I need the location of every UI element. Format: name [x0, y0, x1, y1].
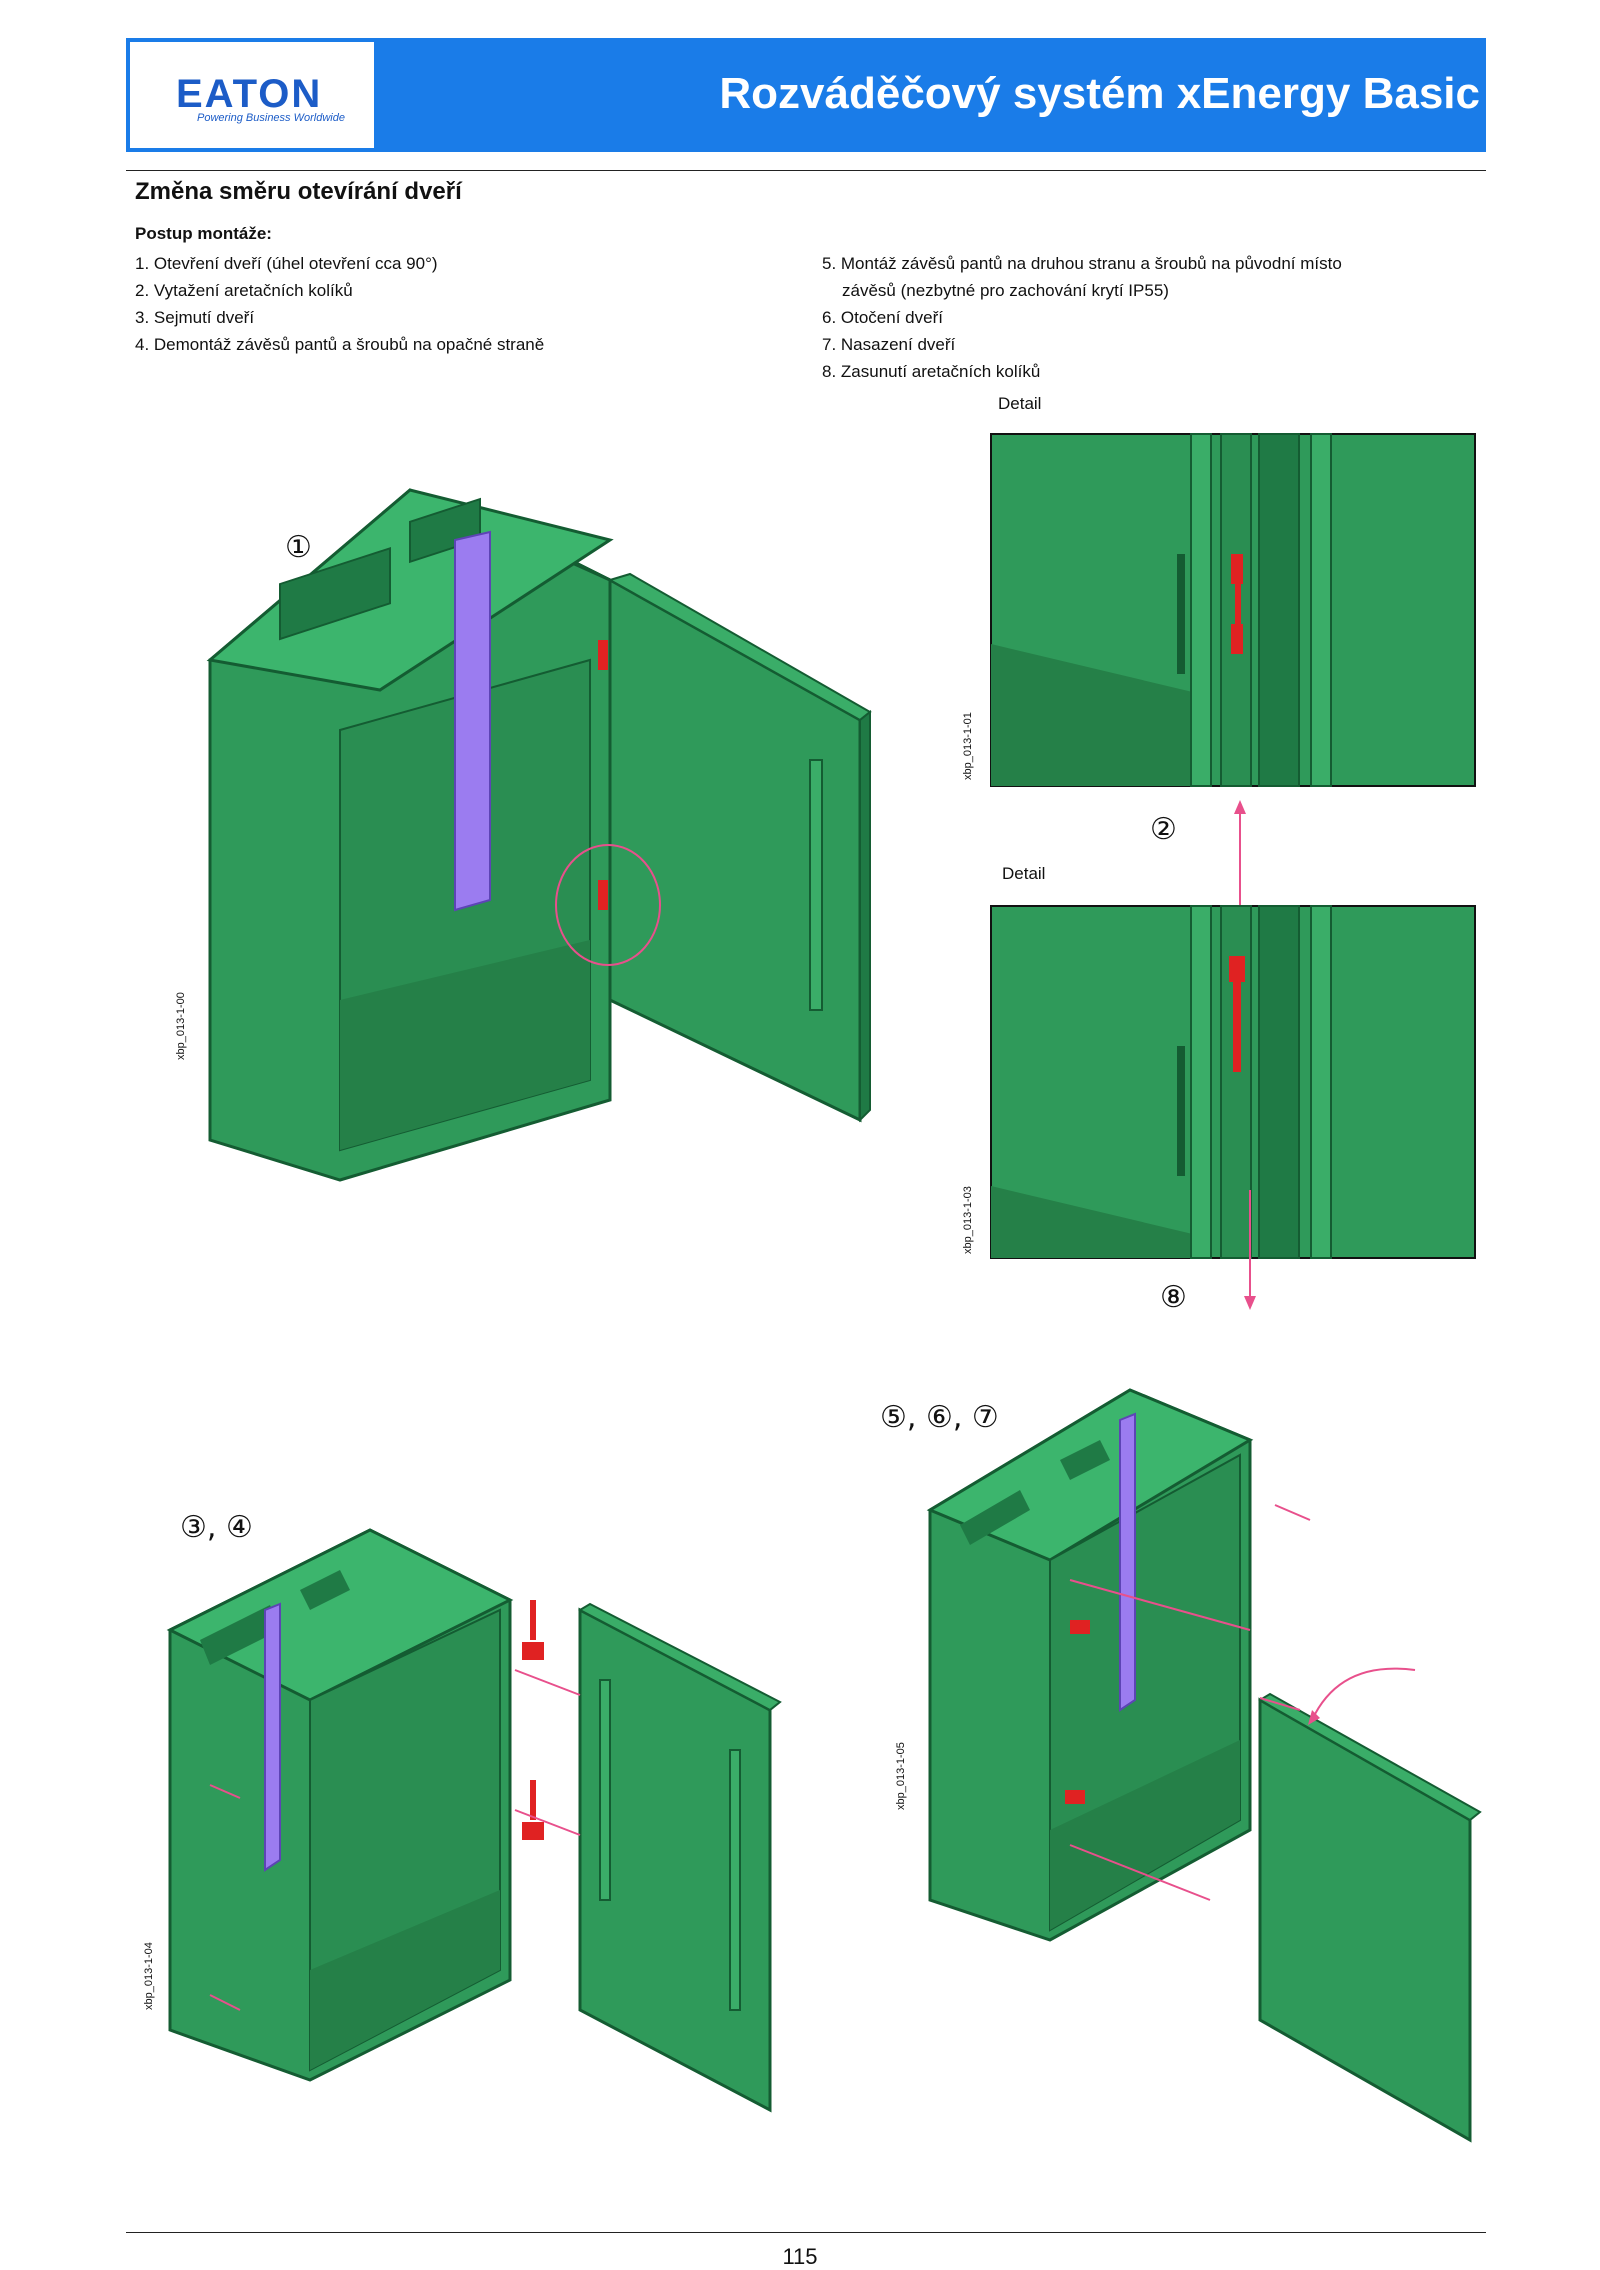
step-3: 3. Sejmutí dveří: [135, 308, 255, 327]
page-number: 115: [782, 2244, 818, 2269]
fig567-cabinet-illustration: [926, 1388, 1482, 2143]
step-4: 4. Demontáž závěsů pantů a šroubů na opa…: [135, 335, 545, 354]
header-rule: [126, 170, 1486, 171]
detail-top-caption: Detail: [998, 394, 1042, 413]
fig34-label: ③, ④: [180, 1510, 253, 1545]
footer-rule: [126, 2232, 1486, 2233]
fig567-label: ⑤, ⑥, ⑦: [880, 1400, 999, 1435]
step-1: 1. Otevření dveří (úhel otevření cca 90°…: [135, 254, 438, 273]
fig567-code: xbp_013-1-05: [895, 1742, 907, 1810]
logo-box: [130, 42, 374, 148]
step-8: 8. Zasunutí aretačních kolíků: [822, 362, 1041, 381]
eaton-logo: EATON: [176, 72, 323, 116]
detail-bottom-code: xbp_013-1-03: [962, 1186, 974, 1254]
fig1-label: ①: [285, 530, 312, 565]
fig1-code: xbp_013-1-00: [175, 992, 187, 1060]
fig34-code: xbp_013-1-04: [143, 1942, 155, 2010]
steps-heading: Postup montáže:: [135, 224, 272, 243]
page-title: Rozváděčový systém xEnergy Basic: [719, 69, 1480, 118]
detail-bottom-label: ⑧: [1160, 1280, 1187, 1315]
detail-top-label: ②: [1150, 812, 1177, 847]
detail-bottom-illustration: [990, 905, 1476, 1259]
pull-arrow: [1234, 800, 1246, 910]
step-5-continued: závěsů (nezbytné pro zachování krytí IP5…: [842, 281, 1169, 300]
push-arrow: [1244, 1190, 1256, 1310]
step-5: 5. Montáž závěsů pantů na druhou stranu …: [822, 254, 1342, 273]
detail-bottom-caption: Detail: [1002, 864, 1046, 883]
step-7: 7. Nasazení dveří: [822, 335, 956, 354]
step-6: 6. Otočení dveří: [822, 308, 943, 327]
step-2: 2. Vytažení aretačních kolíků: [135, 281, 353, 300]
section-title: Změna směru otevírání dveří: [135, 178, 462, 205]
detail-top-code: xbp_013-1-01: [962, 712, 974, 780]
detail-top-illustration: [990, 433, 1476, 787]
logo-tagline: Powering Business Worldwide: [197, 112, 345, 124]
fig34-cabinet-illustration: [166, 1528, 782, 2113]
fig1-cabinet-illustration: [206, 488, 872, 1182]
